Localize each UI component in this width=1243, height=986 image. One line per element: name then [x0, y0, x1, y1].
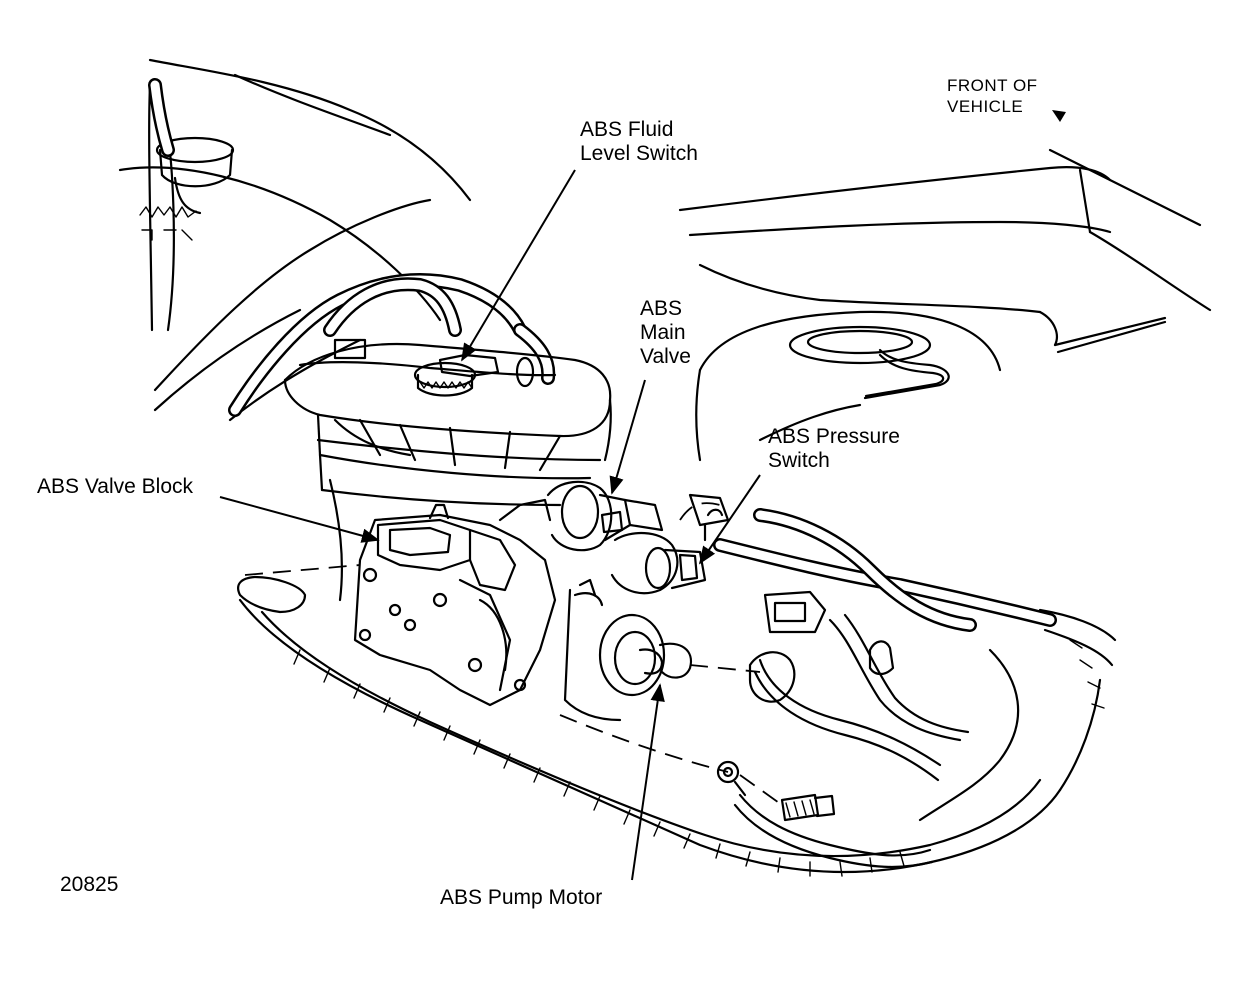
front-of-vehicle-label: FRONT OF VEHICLE	[947, 76, 1038, 116]
abs-fluid-level-switch-label: ABS Fluid Level Switch	[580, 118, 698, 165]
leader-fluid-level-switch	[461, 169, 576, 362]
abs-pump-motor-label: ABS Pump Motor	[440, 886, 603, 909]
main-valve-assembly	[546, 480, 730, 595]
figure-number: 20825	[60, 873, 119, 896]
callout-leaders	[219, 169, 761, 881]
right-body-panel	[678, 148, 1212, 462]
abs-pressure-switch-label: ABS Pressure Switch	[768, 425, 900, 472]
wiring-harness	[559, 508, 1117, 868]
abs-main-valve-label: ABS Main Valve	[640, 297, 691, 368]
pump-motor	[563, 578, 761, 722]
lower-hose	[237, 575, 1105, 877]
front-arrow-icon	[1052, 110, 1066, 122]
leader-pump-motor	[631, 683, 665, 881]
leader-valve-block	[219, 496, 380, 543]
valve-block-assembly	[244, 498, 557, 707]
leader-main-valve	[609, 379, 646, 495]
direction-indicator	[1052, 110, 1066, 122]
leader-pressure-switch	[698, 474, 761, 565]
left-fender-panel	[118, 58, 472, 422]
brake-fluid-reservoir	[228, 273, 612, 602]
abs-valve-block-label: ABS Valve Block	[37, 475, 194, 498]
